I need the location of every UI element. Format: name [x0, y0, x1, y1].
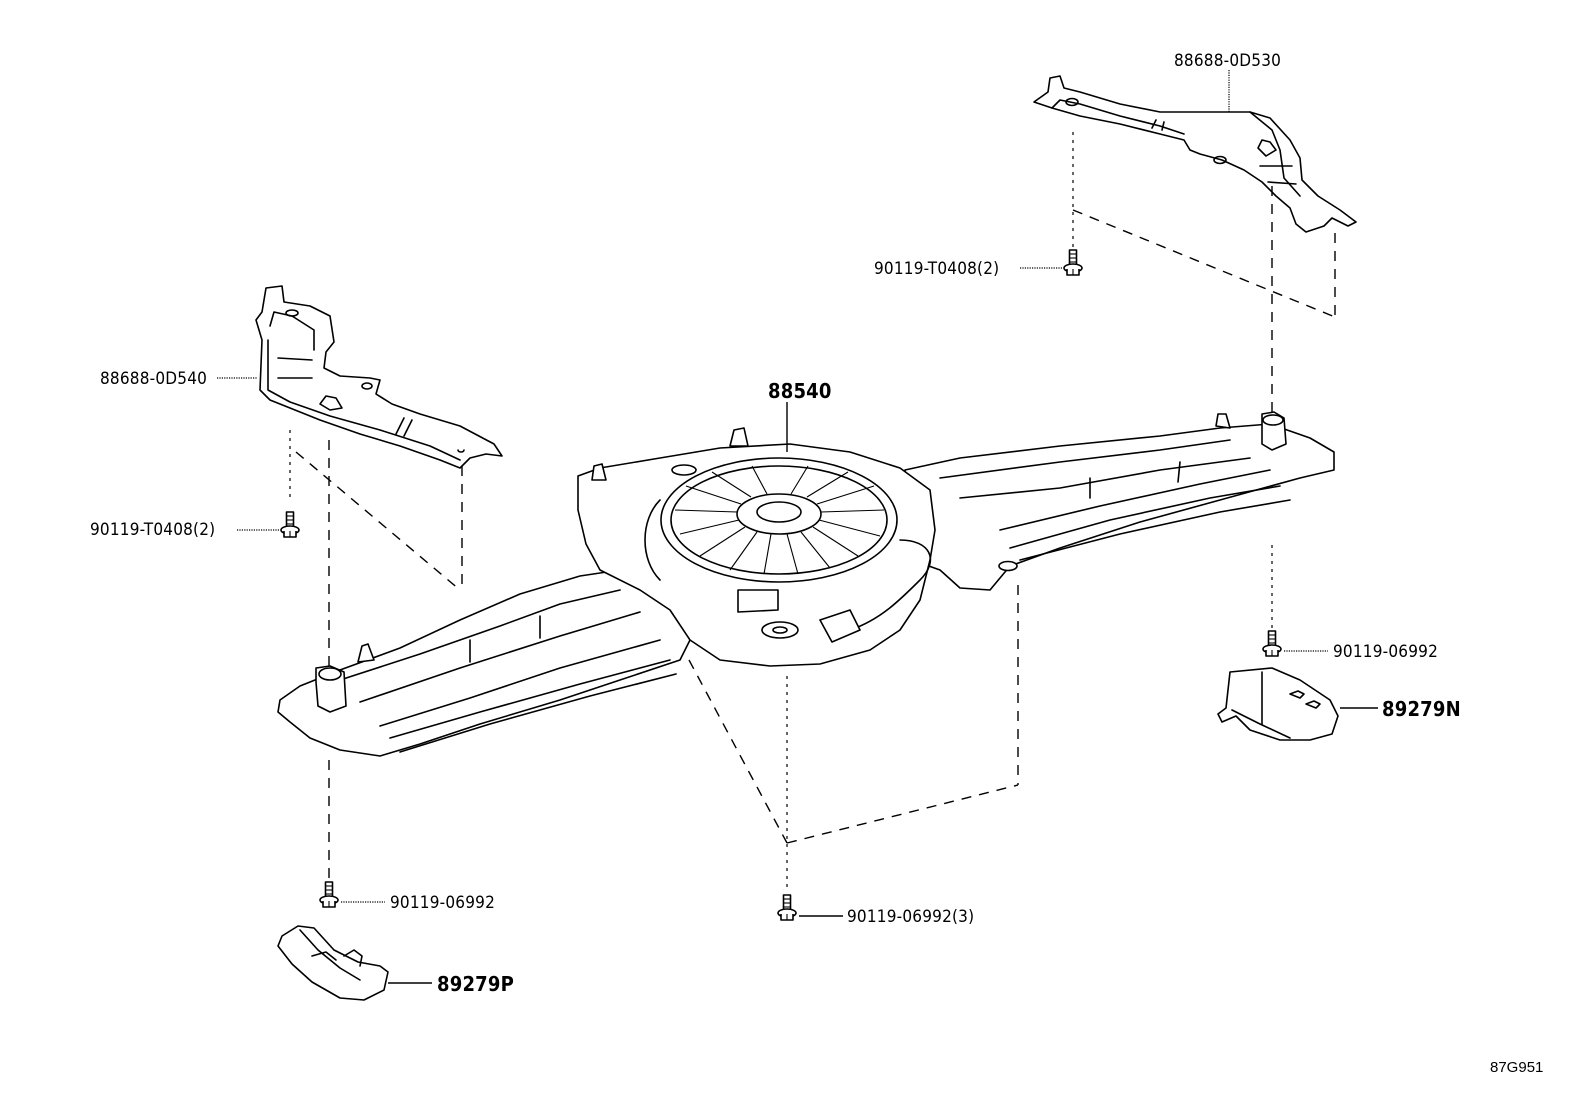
bracket-left[interactable] [255, 285, 503, 469]
label-main-assembly: 88540 [768, 379, 832, 403]
label-bolt-right: 90119-06992 [1333, 642, 1438, 662]
cover-left[interactable] [277, 925, 389, 1001]
label-cover-right: 89279N [1382, 697, 1461, 721]
main-assembly[interactable] [277, 411, 1335, 757]
label-cover-left: 89279P [437, 972, 514, 996]
cover-right[interactable] [1217, 667, 1339, 741]
bolt-left[interactable] [319, 881, 339, 908]
diagram-reference-code: 87G951 [1490, 1059, 1543, 1076]
label-bolt-center: 90119-06992(3) [847, 907, 974, 927]
bolt-right[interactable] [1262, 630, 1282, 657]
bolt-upper-left[interactable] [280, 511, 300, 538]
bolt-center[interactable] [777, 894, 797, 921]
label-bracket-right: 88688-0D530 [1174, 51, 1281, 71]
label-bolt-upper-left: 90119-T0408(2) [90, 520, 215, 540]
bracket-right[interactable] [1033, 75, 1357, 233]
label-bolt-left: 90119-06992 [390, 893, 495, 913]
bolt-upper-right[interactable] [1063, 249, 1083, 276]
label-bracket-left: 88688-0D540 [100, 369, 207, 389]
label-bolt-upper-right: 90119-T0408(2) [874, 259, 999, 279]
